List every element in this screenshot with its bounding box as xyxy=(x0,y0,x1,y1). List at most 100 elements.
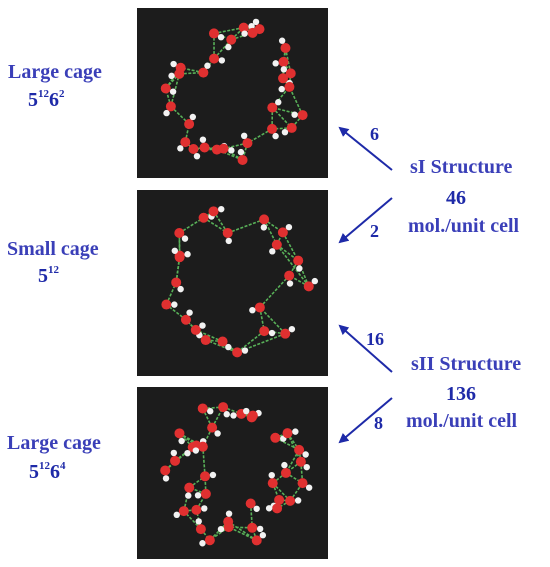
oxygen-atom xyxy=(267,123,278,134)
oxygen-atom xyxy=(237,154,248,165)
hydrogen-atom xyxy=(281,128,289,136)
hydrogen-atom xyxy=(185,492,192,499)
hydrogen-bond xyxy=(286,432,302,463)
hydrogen-atom xyxy=(209,471,217,479)
oxygen-atom xyxy=(174,428,185,439)
hydrogen-atom xyxy=(256,525,264,533)
hydrogen-atom xyxy=(218,57,226,64)
sI-large-cage-count: 6 xyxy=(370,124,379,144)
sII-unit-cell-label: mol./unit cell xyxy=(406,410,518,432)
hydrogen-bond xyxy=(170,73,181,107)
hydrogen-atom xyxy=(217,525,225,533)
hydrogen-atom xyxy=(272,60,279,67)
hydrogen-atom xyxy=(268,471,275,479)
oxygen-atom xyxy=(197,403,208,414)
hydrogen-atom xyxy=(225,510,233,517)
hydrogen-atom xyxy=(275,99,282,106)
oxygen-atom xyxy=(218,402,229,413)
hydrogen-atom xyxy=(241,30,248,37)
formula-base: 5 xyxy=(29,461,39,483)
hydrogen-bond xyxy=(201,408,213,429)
oxygen-atom xyxy=(195,524,206,535)
oxygen-atom xyxy=(217,336,228,347)
oxygen-atom xyxy=(284,270,295,281)
oxygen-atom xyxy=(184,119,195,130)
hydrogen-atom xyxy=(199,322,206,329)
hydrogen-atom xyxy=(225,343,232,351)
oxygen-atom xyxy=(200,335,211,346)
oxygen-atom xyxy=(254,24,265,35)
hydrogen-atom xyxy=(241,347,249,354)
oxygen-atom xyxy=(280,42,291,53)
hydrogen-atom xyxy=(248,22,255,30)
hydrogen-atom xyxy=(170,449,178,457)
hydrogen-atom xyxy=(225,237,232,245)
hydrogen-bond xyxy=(259,275,290,308)
formula-exponent: 12 xyxy=(38,88,49,100)
sI-molecule-count: 46 xyxy=(446,187,466,209)
sII-large-cage-count: 8 xyxy=(374,413,383,433)
hydrogen-atom xyxy=(199,540,206,547)
oxygen-atom xyxy=(218,143,229,154)
oxygen-atom xyxy=(184,482,195,493)
oxygen-atom xyxy=(226,34,237,45)
oxygen-atom xyxy=(160,83,171,94)
oxygen-atom xyxy=(175,62,186,73)
oxygen-atom xyxy=(222,227,233,238)
oxygen-atom xyxy=(242,138,253,149)
hydrogen-bond xyxy=(236,330,265,354)
hydrogen-atom xyxy=(186,309,193,316)
oxygen-atom xyxy=(188,143,199,154)
hydrogen-atom xyxy=(177,145,184,152)
oxygen-atom xyxy=(274,494,285,505)
hydrogen-atom xyxy=(184,449,191,457)
oxygen-atom xyxy=(198,67,209,78)
oxygen-atom xyxy=(297,110,308,121)
cage-label-large-sII: Large cage xyxy=(7,432,101,454)
hydrogen-atom xyxy=(204,62,211,69)
hydrogen-bond xyxy=(282,231,299,261)
hydrogen-atom xyxy=(292,428,299,435)
large-cage-5-12-6-4-image xyxy=(137,387,328,559)
sII-structure-title: sII Structure xyxy=(411,353,522,375)
hydrogen-bond xyxy=(288,86,304,116)
hydrogen-atom xyxy=(169,88,177,95)
oxygen-atom xyxy=(191,504,202,515)
oxygen-atom xyxy=(209,53,220,64)
hydrogen-atom xyxy=(223,411,230,418)
sI-small-cage-count: 2 xyxy=(370,221,379,241)
hydrogen-atom xyxy=(178,437,185,445)
arrow-sI-to-small-cage xyxy=(338,197,393,244)
hydrogen-atom xyxy=(177,285,184,293)
hydrogen-atom xyxy=(249,306,256,314)
oxygen-atom xyxy=(284,81,295,92)
oxygen-atom xyxy=(303,281,314,292)
oxygen-atom xyxy=(180,314,191,325)
oxygen-atom xyxy=(270,432,281,443)
hydrogen-atom xyxy=(311,277,319,285)
hydrogen-atom xyxy=(281,461,288,469)
formula-base: 5 xyxy=(38,265,48,287)
hydrogen-atom xyxy=(163,109,170,117)
hydrogen-bond xyxy=(259,306,286,335)
oxygen-atom xyxy=(285,495,296,506)
hydrogen-atom xyxy=(260,224,268,231)
hydrogen-atom xyxy=(237,148,245,156)
hydrogen-bond xyxy=(227,218,265,234)
oxygen-atom xyxy=(247,522,258,533)
hydrogen-atom xyxy=(195,518,202,525)
oxygen-atom xyxy=(207,422,218,433)
hydrogen-atom xyxy=(252,18,260,26)
hydrogen-atom xyxy=(303,463,310,471)
oxygen-atom xyxy=(267,478,278,489)
hydrogen-bond xyxy=(213,26,244,35)
oxygen-atom xyxy=(271,239,282,250)
hydrogen-bond xyxy=(202,427,213,448)
oxygen-atom xyxy=(282,428,293,439)
hydrogen-atom xyxy=(214,430,221,437)
sI-unit-cell-label: mol./unit cell xyxy=(408,215,520,237)
formula-exponent: 12 xyxy=(39,460,50,472)
oxygen-atom xyxy=(174,227,185,238)
hydrogen-atom xyxy=(280,66,288,73)
molecule-render xyxy=(160,18,308,165)
